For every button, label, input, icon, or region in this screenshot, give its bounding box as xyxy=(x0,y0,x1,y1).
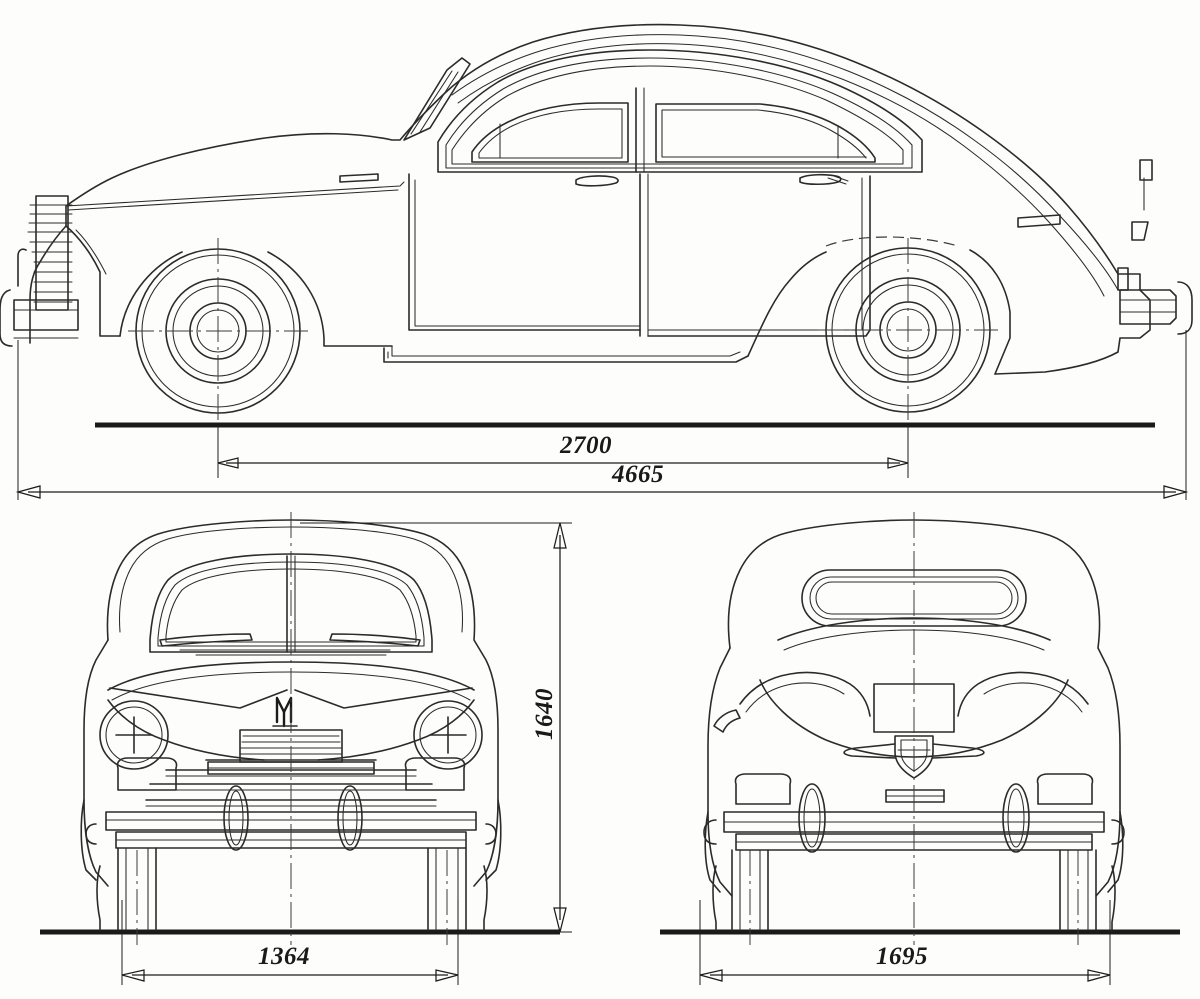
side-front-bumper xyxy=(0,289,79,347)
dimension-overall-length xyxy=(15,330,1189,500)
side-front-window xyxy=(471,102,629,163)
dimension-label-wheelbase: 2700 xyxy=(560,432,612,459)
side-windshield-inner xyxy=(410,70,453,135)
side-rear-handle-detail-2 xyxy=(833,175,849,182)
side-rear-detail-shape xyxy=(1131,221,1149,241)
front-elevation-view xyxy=(40,512,572,985)
side-rear-handle-detail xyxy=(827,177,847,185)
front-fender-right xyxy=(317,699,475,761)
front-valance-right xyxy=(485,799,502,881)
rear-fender-arch-left xyxy=(739,671,871,717)
rear-fender-arch-left-2 xyxy=(745,682,845,713)
front-wiper-left xyxy=(159,633,253,647)
side-front-window-inner xyxy=(478,108,623,159)
side-rocker-panel xyxy=(383,347,749,363)
side-roof-inner-line-2 xyxy=(457,43,1049,222)
side-front-door-shutline xyxy=(408,173,641,331)
dimension-label-rear-width: 1695 xyxy=(876,943,928,970)
front-wiper-right xyxy=(329,633,421,647)
side-rear-arch-right xyxy=(969,249,1011,375)
front-windshield-inner xyxy=(157,561,425,647)
side-rear-deck-line-2 xyxy=(1047,220,1105,297)
side-taillight xyxy=(1117,267,1129,291)
side-rear-door-shutline xyxy=(647,175,871,337)
dimension-front-track xyxy=(121,900,459,985)
side-windshield-pillar xyxy=(403,57,471,141)
side-front-arch-left xyxy=(119,251,183,337)
rear-side-trim xyxy=(713,709,741,733)
dimension-label-overall-height: 1640 xyxy=(531,688,558,740)
front-windshield-inner-2 xyxy=(165,568,417,643)
front-hood-crease-left xyxy=(109,687,288,709)
front-bumper-guard-right xyxy=(337,785,363,851)
side-front-arch-right xyxy=(267,251,393,347)
rear-bumper-guard-left xyxy=(798,783,826,853)
front-parking-light-right xyxy=(404,757,466,791)
front-bumper-guard-left xyxy=(223,785,249,851)
front-body-outline xyxy=(106,519,499,887)
side-windshield-inner-2 xyxy=(419,71,459,133)
hood-ornament-m-icon xyxy=(272,696,298,728)
side-greenhouse-frame-inner-2 xyxy=(451,65,904,165)
front-headlight-right xyxy=(413,700,483,770)
side-rocker-panel-top xyxy=(391,345,741,357)
side-front-fender-line xyxy=(65,225,121,337)
dimension-overall-height xyxy=(300,522,572,933)
side-front-grille xyxy=(17,195,73,311)
side-rear-door-handle xyxy=(799,173,842,186)
rear-taillight-left xyxy=(734,773,792,805)
side-greenhouse-frame-inner xyxy=(445,57,913,169)
side-rear-bumper xyxy=(1119,281,1193,335)
front-parking-light-left xyxy=(116,757,178,791)
front-windshield xyxy=(149,553,433,653)
rear-trunk-top xyxy=(777,617,1051,641)
side-rear-wheel xyxy=(818,238,998,424)
side-rear-arch-left xyxy=(747,251,827,357)
side-rear-window-inner xyxy=(661,109,867,159)
front-fender-left xyxy=(107,699,265,761)
side-front-door-shutline-2 xyxy=(414,179,641,327)
dimension-rear-width xyxy=(699,900,1111,985)
side-hood-vent xyxy=(339,173,379,183)
side-front-door-handle xyxy=(575,175,619,187)
side-front-fender-line-2 xyxy=(75,229,107,275)
rear-fender-arch-right xyxy=(957,671,1089,717)
front-hood-crease-right xyxy=(294,687,473,709)
side-rear-deck-line xyxy=(1059,215,1119,291)
side-rear-antenna-detail xyxy=(1139,159,1153,181)
side-hood-top-line-2 xyxy=(67,189,399,211)
rear-valance-left xyxy=(704,811,721,893)
rear-view-tyre-right xyxy=(1059,849,1116,945)
rear-bumper-guard-right xyxy=(1002,783,1030,853)
side-rear-arch-hidden xyxy=(825,236,959,247)
front-view-tyre-left xyxy=(96,847,157,945)
front-valance-left xyxy=(80,799,97,881)
dimension-wheelbase xyxy=(217,425,909,478)
front-roof-inner xyxy=(119,526,463,633)
rear-fender-arch-right-2 xyxy=(983,682,1083,713)
side-rear-quarter-trim xyxy=(1017,214,1061,228)
rear-taillight-right xyxy=(1036,773,1094,805)
side-hood-top-line xyxy=(65,181,405,207)
side-roof-inner-line xyxy=(451,34,1061,217)
rear-body-outline xyxy=(727,519,1121,897)
rear-trunk-handle xyxy=(885,789,945,803)
front-body-outline-left xyxy=(83,639,109,887)
dimension-label-front-track: 1364 xyxy=(258,943,310,970)
side-front-wheel xyxy=(128,238,308,424)
front-headlight-left xyxy=(99,700,169,770)
side-rear-window xyxy=(655,103,876,163)
side-elevation-view xyxy=(0,23,1193,500)
dimension-label-overall-length: 4665 xyxy=(612,461,664,488)
side-greenhouse-frame xyxy=(437,49,923,173)
rear-view-tyre-left xyxy=(712,849,769,945)
side-body-upper-outline xyxy=(29,23,1151,375)
rear-body-outline-left xyxy=(707,647,733,897)
rear-elevation-view xyxy=(660,512,1180,985)
rear-valance-right xyxy=(1107,811,1124,893)
